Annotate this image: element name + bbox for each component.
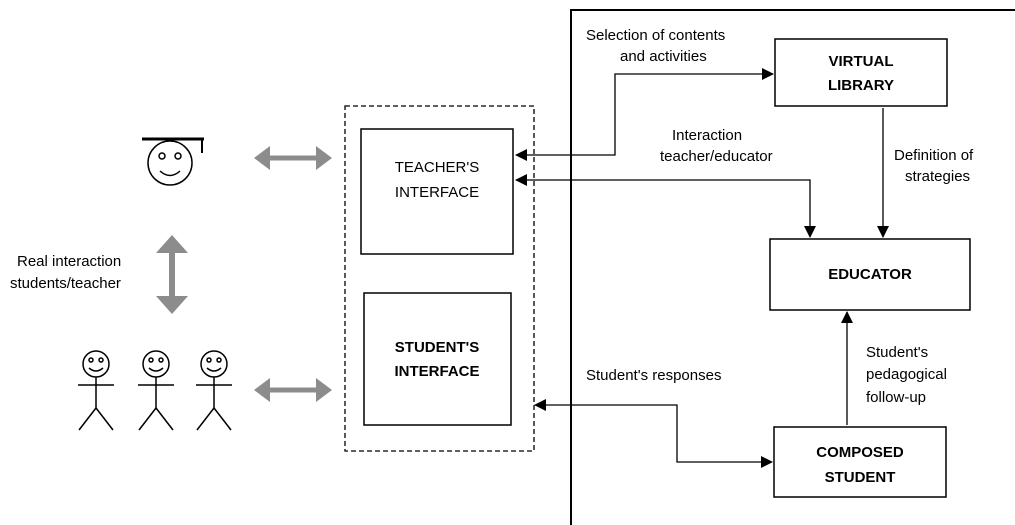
- teacher-interface-label-line1: TEACHER'S: [395, 159, 480, 176]
- virtual-library-label-line1: VIRTUAL: [829, 53, 894, 70]
- composed-student-label-line1: COMPOSED: [816, 444, 904, 461]
- student-interface-label-line1: STUDENT'S: [395, 339, 479, 356]
- arrow-student-composed: [534, 399, 773, 468]
- student-stick-figure-icon: [78, 350, 114, 431]
- interfaces-container: [344, 105, 535, 452]
- virtual-library-label-line2: LIBRARY: [828, 77, 894, 94]
- teacher-interface-box: TEACHER'S INTERFACE: [360, 128, 514, 255]
- arrow-teacher-educator: [515, 174, 816, 238]
- label-selection: Selection of contents and activities: [586, 27, 729, 65]
- educator-label: EDUCATOR: [828, 266, 912, 283]
- student-double-arrow-icon: [254, 378, 332, 402]
- student-interface-label-line2: INTERFACE: [394, 363, 479, 380]
- label-interaction-teacher-educator: Interaction teacher/educator: [660, 127, 773, 165]
- teacher-interface-label-line2: INTERFACE: [395, 184, 479, 201]
- system-boundary: [570, 9, 1015, 525]
- virtual-library-box: VIRTUAL LIBRARY: [774, 38, 948, 107]
- composed-student-box: COMPOSED STUDENT: [773, 426, 947, 498]
- label-pedagogical-followup: Student's pedagogical follow-up: [866, 344, 951, 406]
- teacher-double-arrow-icon: [254, 146, 332, 170]
- label-definition-strategies: Definition of strategies: [894, 147, 977, 185]
- student-stick-figure-icon: [196, 350, 232, 431]
- vertical-double-arrow-icon: [156, 235, 188, 314]
- label-students-responses: Student's responses: [586, 367, 721, 384]
- teacher-smiley-icon: [142, 137, 204, 186]
- educator-box: EDUCATOR: [769, 238, 971, 311]
- arrow-teacher-library: [515, 68, 774, 161]
- student-interface-box: STUDENT'S INTERFACE: [363, 292, 512, 426]
- composed-student-label-line2: STUDENT: [825, 469, 896, 486]
- student-stick-figure-icon: [138, 350, 174, 431]
- label-real-interaction: Real interaction students/teacher: [10, 253, 125, 292]
